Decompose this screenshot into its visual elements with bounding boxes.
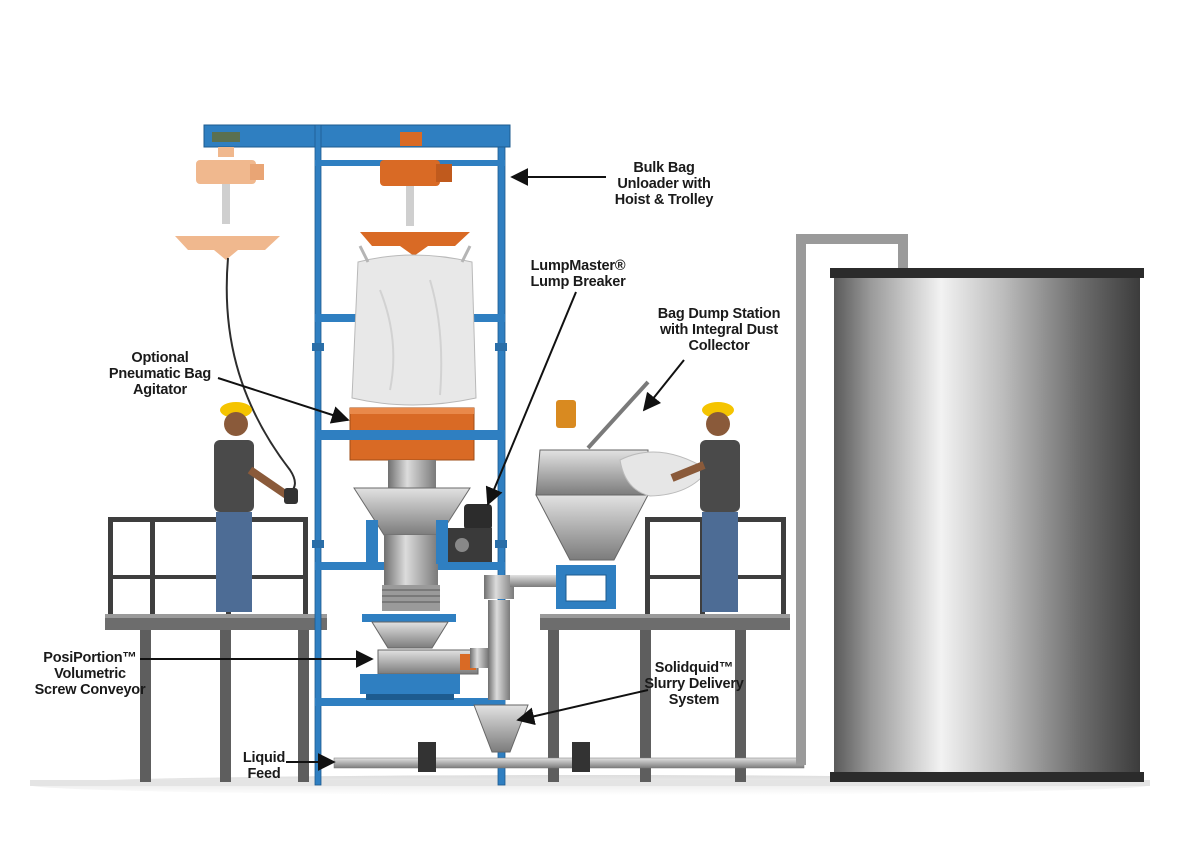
bulk-bag-unloader-frame — [203, 124, 511, 786]
label-line: Liquid — [242, 750, 286, 766]
label-line: Collector — [688, 338, 750, 354]
label-posiportion: PosiPortion™ Volumetric Screw Conveyor — [28, 650, 152, 698]
label-pneumatic-agitator: Optional Pneumatic Bag Agitator — [100, 350, 220, 398]
bag-agitator-ring — [342, 407, 482, 461]
label-line: Feed — [247, 766, 281, 782]
label-line: Hoist & Trolley — [614, 192, 714, 208]
label-line: Agitator — [133, 382, 187, 398]
label-line: Bulk Bag — [633, 160, 695, 176]
label-lumpmaster: LumpMaster® Lump Breaker — [528, 258, 628, 290]
parked-hoist-faded — [175, 147, 296, 496]
label-bulk-bag-unloader: Bulk Bag Unloader with Hoist & Trolley — [612, 160, 716, 208]
label-line: Solidquid™ — [654, 660, 734, 676]
hoist-and-trolley — [360, 132, 470, 256]
bulk-bag — [351, 245, 477, 406]
label-line: Screw Conveyor — [34, 682, 146, 698]
label-line: Optional — [131, 350, 189, 366]
label-line: Bag Dump Station — [657, 306, 781, 322]
label-line: Pneumatic Bag — [108, 366, 212, 382]
piping — [333, 234, 908, 772]
leader-arrows — [140, 168, 685, 771]
label-line: Unloader with — [617, 176, 711, 192]
label-line: with Integral Dust — [659, 322, 779, 338]
lump-breaker — [366, 504, 492, 564]
label-solidquid: Solidquid™ Slurry Delivery System — [632, 660, 756, 708]
label-line: System — [668, 692, 720, 708]
left-platform — [105, 517, 327, 782]
label-bag-dump-station: Bag Dump Station with Integral Dust Coll… — [644, 306, 794, 354]
label-line: Volumetric — [54, 666, 126, 682]
label-line: LumpMaster® — [530, 258, 626, 274]
liquid-tank — [830, 268, 1144, 782]
operator-right — [670, 402, 740, 612]
bag-dump-station — [535, 380, 709, 609]
operator-left — [214, 402, 298, 612]
screw-conveyor — [360, 614, 479, 700]
label-line: PosiPortion™ — [43, 650, 137, 666]
label-liquid-feed: Liquid Feed — [236, 750, 292, 782]
label-line: Slurry Delivery — [644, 676, 744, 692]
label-line: Lump Breaker — [530, 274, 626, 290]
slurry-delivery-system — [470, 575, 570, 753]
